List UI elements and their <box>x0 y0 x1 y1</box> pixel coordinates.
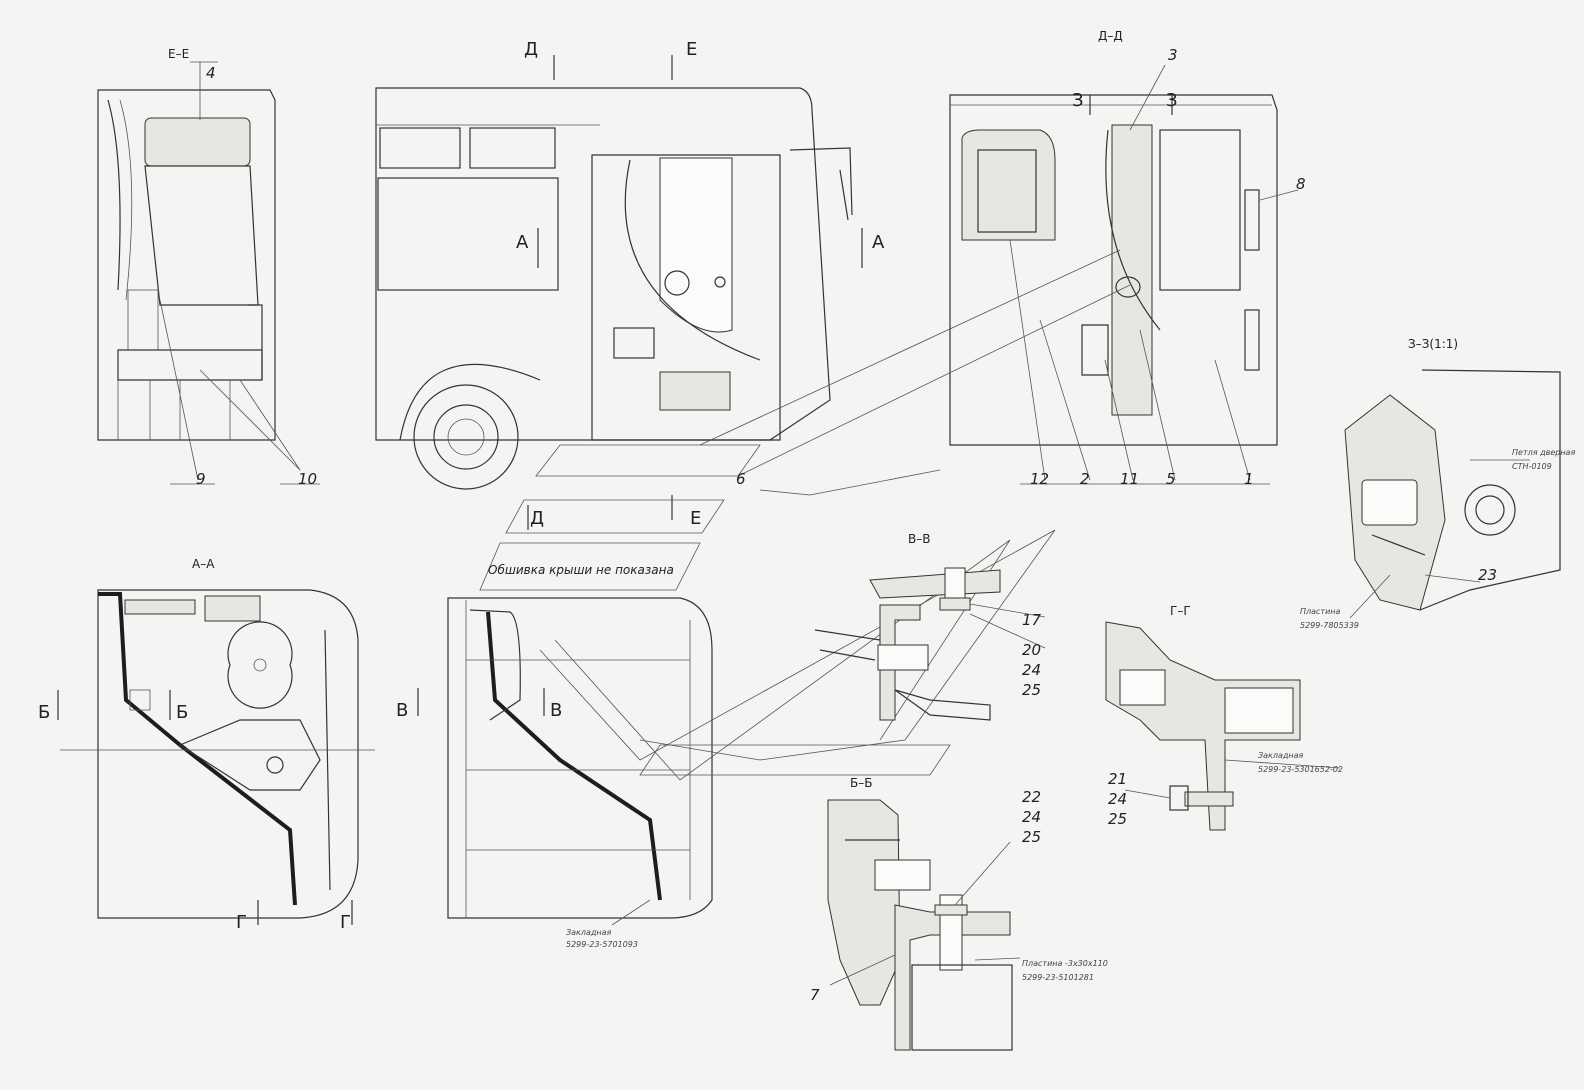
roof-note: Обшивка крыши не показана <box>488 563 674 577</box>
callout-1: 1 <box>1244 470 1254 488</box>
callout-24-bb: 24 <box>1022 808 1041 826</box>
mark-e-bottom: Е <box>690 508 701 529</box>
callout-3: 3 <box>1168 46 1178 64</box>
callout-22: 22 <box>1022 788 1041 806</box>
section-title-bb: Б–Б <box>850 776 872 790</box>
petlya-code: СТН-0109 <box>1512 462 1552 471</box>
callout-24-gg: 24 <box>1108 790 1127 808</box>
side-view: Д Е А А <box>375 39 885 490</box>
callout-9: 9 <box>196 470 206 488</box>
zakladnaya-code-1: 5299-23-5701093 <box>566 940 638 949</box>
callout-10: 10 <box>298 470 317 488</box>
mark-v-left: В <box>396 700 408 721</box>
plastina-label-2: Пластина -3х30х110 <box>1022 959 1108 968</box>
mark-b-left: Б <box>38 702 50 723</box>
plan-view: В В <box>396 597 713 926</box>
plastina-label-1: Пластина <box>1300 607 1341 616</box>
section-title-ee: Е–Е <box>168 47 189 61</box>
view-bb: Б–Б <box>827 776 1021 1051</box>
callout-7: 7 <box>810 986 820 1004</box>
callout-11: 11 <box>1120 470 1139 488</box>
mark-z-right: З <box>1166 90 1178 111</box>
plastina-code-1: 5299-7805339 <box>1300 621 1359 630</box>
mark-d-bottom: Д <box>530 508 544 529</box>
callout-labels: 1 2 3 4 5 6 7 8 9 10 11 12 17 20 21 22 2… <box>196 46 1497 1004</box>
callout-25-vv: 25 <box>1022 681 1041 699</box>
view-vv: В–В <box>814 532 1046 721</box>
callout-23: 23 <box>1478 566 1497 584</box>
callout-17: 17 <box>1022 611 1042 629</box>
callout-12: 12 <box>1030 470 1049 488</box>
section-title-zz: З–З(1:1) <box>1408 337 1458 351</box>
mark-b-right: Б <box>176 702 188 723</box>
callout-21: 21 <box>1108 770 1127 788</box>
callout-2: 2 <box>1080 470 1090 488</box>
mark-g-left: Г <box>236 912 247 933</box>
mark-a-left: А <box>516 232 529 253</box>
callout-6: 6 <box>736 470 746 488</box>
view-aa: А–А Б Б Г Г <box>38 557 375 933</box>
callout-4: 4 <box>206 64 216 82</box>
callout-25-gg: 25 <box>1108 810 1127 828</box>
section-title-aa: А–А <box>192 557 215 571</box>
mark-d-top: Д <box>524 39 538 60</box>
view-dd: Д–Д З З <box>949 29 1299 485</box>
view-gg: Г–Г <box>1105 604 1341 831</box>
section-title-vv: В–В <box>908 532 930 546</box>
mark-a-right: А <box>872 232 885 253</box>
callout-25-bb: 25 <box>1022 828 1041 846</box>
mark-e-top: Е <box>686 39 697 60</box>
zakladnaya-code-2: 5299-23-5301652-02 <box>1258 765 1343 774</box>
callout-24-vv: 24 <box>1022 661 1041 679</box>
leader-frames <box>479 249 1131 781</box>
plastina-code-2: 5299-23-5101281 <box>1022 973 1094 982</box>
mark-z-left: З <box>1072 90 1084 111</box>
notes: Обшивка крыши не показана Д Е Закладная … <box>488 448 1575 982</box>
zakladnaya-label-2: Закладная <box>1258 751 1304 760</box>
view-ee: Е–Е <box>97 47 320 485</box>
mark-v-right: В <box>550 700 562 721</box>
view-zz: З–З(1:1) <box>1344 337 1561 619</box>
callout-5: 5 <box>1166 470 1176 488</box>
section-title-dd: Д–Д <box>1098 29 1123 43</box>
mark-g-right: Г <box>340 912 351 933</box>
callout-8: 8 <box>1296 175 1306 193</box>
callout-20: 20 <box>1022 641 1041 659</box>
petlya-label: Петля дверная <box>1512 448 1575 457</box>
zakladnaya-label-1: Закладная <box>566 928 612 937</box>
section-title-gg: Г–Г <box>1170 604 1191 618</box>
